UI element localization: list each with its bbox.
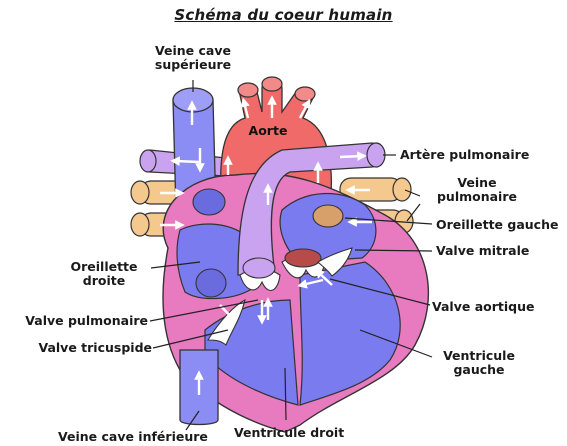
- right-atrium-label: Oreillette droite: [58, 260, 150, 288]
- pulmonary-valve-label: Valve pulmonaire: [4, 314, 148, 328]
- inferior-vena-cava-label: Veine cave inférieure: [58, 430, 208, 444]
- mitral-valve-label: Valve mitrale: [436, 244, 529, 258]
- superior-vena-cava-label: Veine cave supérieure: [138, 44, 248, 72]
- pulmonary-artery-label: Artère pulmonaire: [400, 148, 529, 162]
- left-atrium-label: Oreillette gauche: [436, 218, 558, 232]
- left-ventricle-label: Ventricule gauche: [434, 349, 524, 377]
- tricuspid-valve-label: Valve tricuspide: [4, 341, 152, 355]
- left-ventricle: [300, 262, 400, 405]
- right-ventricle-label: Ventricule droit: [234, 426, 344, 440]
- aorte-label: Aorte: [249, 123, 288, 138]
- pulmonary-veins-label: Veine pulmonaire: [432, 176, 522, 204]
- aortic-valve-label: Valve aortique: [432, 300, 534, 314]
